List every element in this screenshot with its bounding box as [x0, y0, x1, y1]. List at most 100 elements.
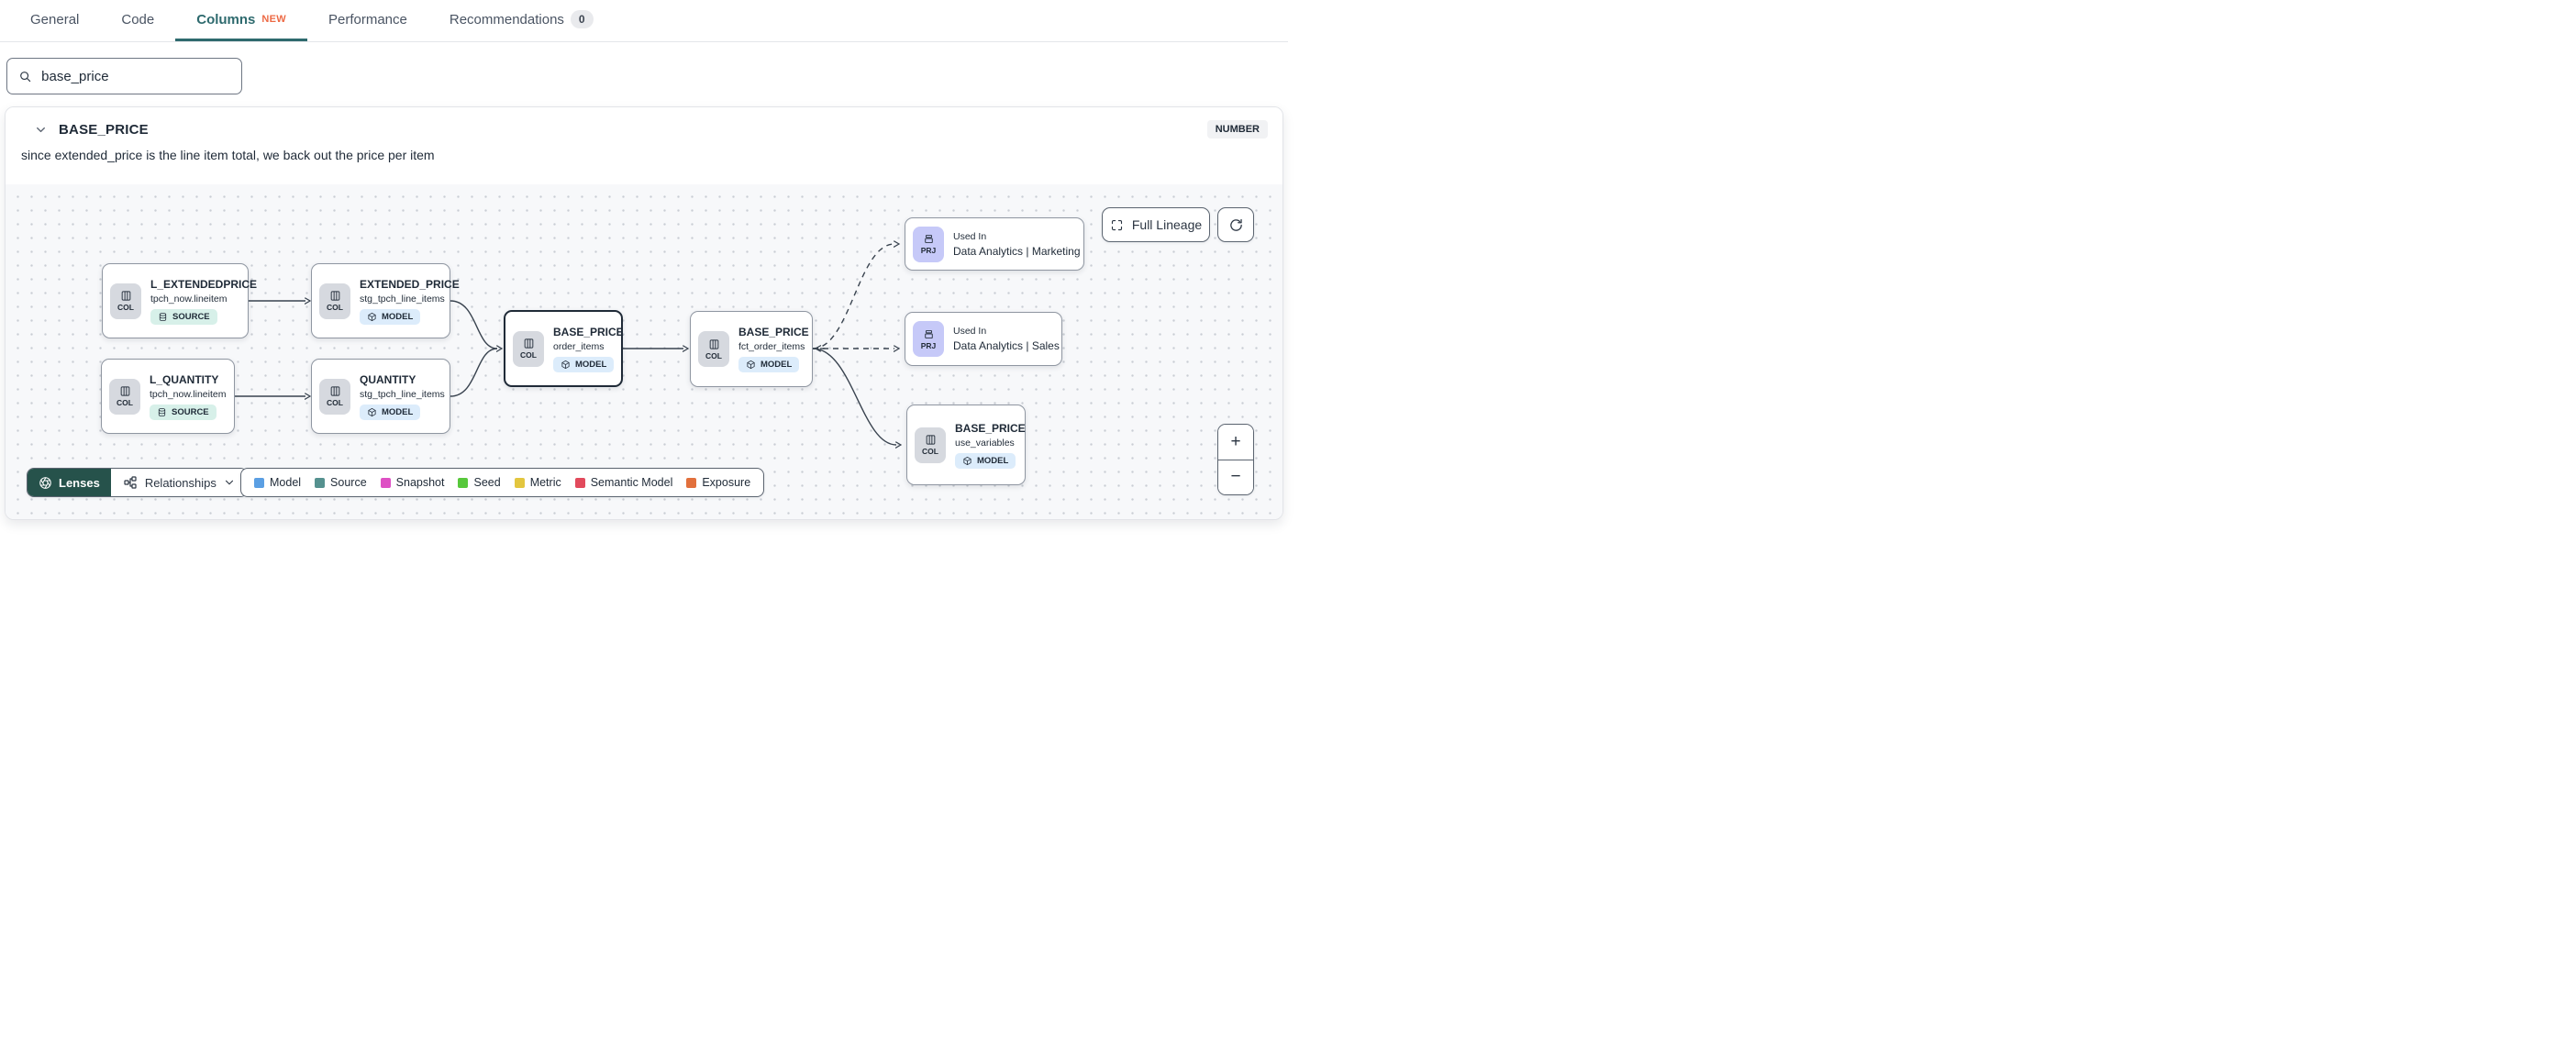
column-name: BASE_PRICE: [59, 121, 149, 138]
cube-icon: [368, 407, 376, 416]
chip-label: COL: [117, 303, 134, 312]
lenses-label: Lenses: [59, 475, 100, 490]
legend-item-model: Model: [254, 476, 301, 489]
model-badge: MODEL: [360, 308, 421, 325]
node-subtitle: stg_tpch_line_items: [360, 293, 445, 305]
node-subtitle: use_variables: [955, 437, 1015, 449]
column-chip: COL: [109, 378, 140, 415]
source-badge: SOURCE: [150, 308, 217, 325]
badge-label: MODEL: [977, 455, 1009, 466]
node-type-legend: Model Source Snapshot Seed Metric Semant…: [240, 468, 765, 497]
relationships-icon: [124, 476, 137, 489]
chip-label: COL: [922, 447, 938, 456]
refresh-button[interactable]: [1217, 207, 1254, 242]
database-icon: [158, 407, 166, 416]
relationships-dropdown[interactable]: Relationships: [110, 469, 247, 496]
chevron-down-icon[interactable]: [35, 124, 47, 136]
chip-label: COL: [705, 350, 722, 360]
node-subtitle: order_items: [553, 340, 605, 352]
model-badge: MODEL: [553, 356, 615, 372]
lenses-button[interactable]: Lenses: [28, 469, 111, 496]
badge-label: MODEL: [761, 360, 793, 370]
node-used-in-sales[interactable]: PRJ Used In Data Analytics | Sales: [905, 312, 1062, 366]
chevron-down-icon: [225, 480, 233, 485]
columns-icon: [524, 338, 533, 349]
legend-label: Snapshot: [395, 476, 445, 489]
legend-item-seed: Seed: [458, 476, 501, 489]
node-l-quantity[interactable]: COL L_QUANTITY tpch_now.lineitem SOURCE: [101, 359, 235, 434]
aperture-icon: [39, 476, 51, 489]
database-icon: [159, 312, 167, 321]
tab-code-label: Code: [121, 11, 155, 28]
zoom-in-button[interactable]: +: [1218, 425, 1253, 460]
legend-label: Source: [330, 476, 367, 489]
relationships-label: Relationships: [144, 475, 217, 490]
badge-label: MODEL: [382, 406, 414, 417]
node-base-price-fct-order-items[interactable]: COL BASE_PRICE fct_order_items MODEL: [690, 311, 813, 387]
legend-swatch: [254, 477, 264, 488]
column-chip: COL: [319, 283, 350, 319]
source-badge: SOURCE: [150, 404, 217, 420]
legend-label: Seed: [473, 476, 501, 489]
tab-general-label: General: [30, 11, 80, 28]
recommendations-count-badge: 0: [570, 10, 594, 28]
refresh-icon: [1229, 218, 1242, 231]
lineage-canvas[interactable]: COL L_EXTENDEDPRICE tpch_now.lineitem SO…: [6, 184, 1282, 519]
used-in-label: Used In: [953, 326, 987, 337]
model-badge: MODEL: [955, 452, 1016, 469]
model-badge: MODEL: [738, 357, 800, 372]
node-base-price-use-variables[interactable]: COL BASE_PRICE use_variables MODEL: [906, 405, 1026, 485]
node-subtitle: fct_order_items: [738, 341, 805, 352]
column-panel-header: BASE_PRICE NUMBER since extended_price i…: [6, 107, 1282, 184]
node-quantity[interactable]: COL QUANTITY stg_tpch_line_items MODEL: [311, 359, 450, 434]
legend-item-metric: Metric: [514, 476, 561, 489]
tab-recommendations[interactable]: Recommendations 0: [428, 0, 615, 41]
node-extended-price[interactable]: COL EXTENDED_PRICE stg_tpch_line_items M…: [311, 263, 460, 338]
zoom-out-button[interactable]: −: [1218, 459, 1253, 494]
archive-icon: [924, 234, 933, 244]
node-subtitle: stg_tpch_line_items: [360, 388, 445, 400]
cube-icon: [963, 456, 972, 465]
columns-icon: [709, 338, 718, 349]
used-in-label: Used In: [953, 230, 987, 242]
project-chip: PRJ: [913, 321, 944, 357]
legend-item-source: Source: [315, 476, 367, 489]
cube-icon: [747, 360, 755, 370]
legend-item-exposure: Exposure: [686, 476, 750, 489]
badge-label: SOURCE: [172, 311, 210, 322]
node-title: L_EXTENDEDPRICE: [150, 277, 258, 291]
node-base-price-order-items[interactable]: COL BASE_PRICE order_items MODEL: [504, 310, 624, 387]
column-panel: BASE_PRICE NUMBER since extended_price i…: [5, 106, 1283, 520]
node-title: BASE_PRICE: [955, 421, 1026, 435]
columns-icon: [330, 386, 339, 396]
node-title: BASE_PRICE: [738, 326, 809, 338]
search-input[interactable]: [41, 68, 230, 84]
column-chip: COL: [110, 283, 141, 319]
tab-bar: General Code Columns NEW Performance Rec…: [0, 0, 1288, 42]
chip-label: COL: [520, 350, 537, 360]
tab-columns-label: Columns: [196, 11, 256, 28]
legend-swatch: [315, 477, 326, 488]
badge-label: SOURCE: [172, 406, 209, 417]
node-l-extendedprice[interactable]: COL L_EXTENDEDPRICE tpch_now.lineitem SO…: [102, 263, 257, 338]
badge-label: MODEL: [575, 359, 607, 370]
cube-icon: [561, 360, 570, 369]
tab-performance[interactable]: Performance: [307, 0, 428, 41]
node-title: EXTENDED_PRICE: [360, 277, 460, 291]
column-chip: COL: [698, 331, 729, 367]
search-icon: [20, 71, 31, 82]
chip-label: PRJ: [920, 340, 937, 350]
node-title: BASE_PRICE: [553, 325, 624, 338]
model-badge: MODEL: [360, 404, 421, 420]
node-used-in-marketing[interactable]: PRJ Used In Data Analytics | Marketing: [905, 217, 1084, 271]
legend-swatch: [458, 477, 469, 488]
node-title: QUANTITY: [360, 372, 416, 386]
expand-icon: [1111, 219, 1122, 230]
column-description: since extended_price is the line item to…: [21, 148, 435, 162]
full-lineage-button[interactable]: Full Lineage: [1102, 207, 1210, 242]
tab-general[interactable]: General: [9, 0, 100, 41]
legend-label: Model: [270, 476, 302, 489]
tab-columns[interactable]: Columns NEW: [175, 0, 307, 41]
tab-code[interactable]: Code: [100, 0, 175, 41]
node-title: Data Analytics | Sales: [953, 339, 1060, 352]
